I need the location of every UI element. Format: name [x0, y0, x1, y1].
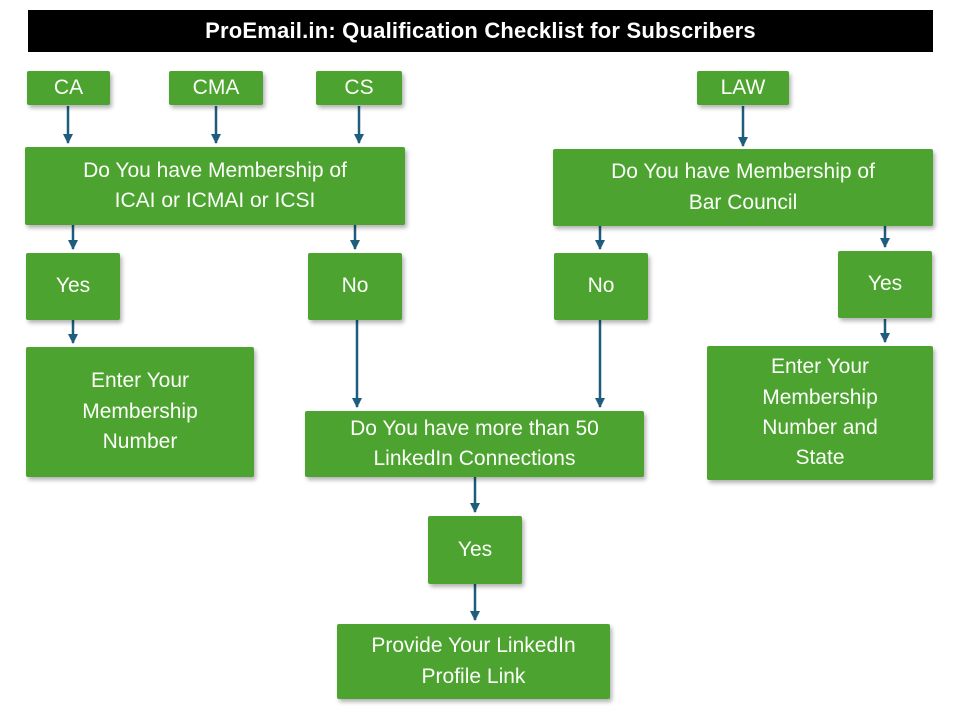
node-provide-linkedin-profile: Provide Your LinkedIn Profile Link [337, 624, 610, 699]
node-question-icai: Do You have Membership of ICAI or ICMAI … [25, 147, 405, 225]
node-law-label: LAW [720, 75, 766, 99]
node-yes-linkedin: Yes [428, 516, 522, 584]
node-ca: CA [27, 71, 110, 105]
node-no-left: No [308, 253, 402, 320]
node-enter-membership-number-label: Enter Your Membership Number [82, 369, 198, 454]
node-yes-right: Yes [838, 251, 932, 318]
node-no-right-label: No [587, 274, 615, 298]
node-question-linkedin-label: Do You have more than 50 LinkedIn Connec… [350, 416, 599, 470]
node-yes-linkedin-label: Yes [457, 537, 493, 561]
node-provide-linkedin-profile-label: Provide Your LinkedIn Profile Link [371, 634, 576, 688]
page-title: ProEmail.in: Qualification Checklist for… [205, 18, 756, 43]
node-no-right: No [554, 253, 648, 320]
title-bar: ProEmail.in: Qualification Checklist for… [28, 10, 933, 52]
node-no-left-label: No [341, 274, 369, 298]
node-enter-membership-number-state: Enter Your Membership Number and State [707, 346, 933, 480]
node-cs: CS [316, 71, 402, 105]
node-question-linkedin: Do You have more than 50 LinkedIn Connec… [305, 411, 644, 477]
node-yes-right-label: Yes [867, 272, 903, 296]
node-law: LAW [697, 71, 789, 105]
node-question-bar-council: Do You have Membership of Bar Council [553, 149, 933, 226]
node-cma-label: CMA [192, 75, 240, 99]
node-yes-left-label: Yes [55, 274, 91, 298]
node-cma: CMA [169, 71, 263, 105]
node-enter-membership-number-state-label: Enter Your Membership Number and State [762, 355, 878, 470]
node-ca-label: CA [53, 75, 84, 99]
node-enter-membership-number: Enter Your Membership Number [26, 347, 254, 477]
node-yes-left: Yes [26, 253, 120, 320]
node-cs-label: CS [344, 75, 374, 99]
node-question-bar-council-label: Do You have Membership of Bar Council [611, 160, 875, 214]
node-question-icai-label: Do You have Membership of ICAI or ICMAI … [83, 158, 347, 212]
